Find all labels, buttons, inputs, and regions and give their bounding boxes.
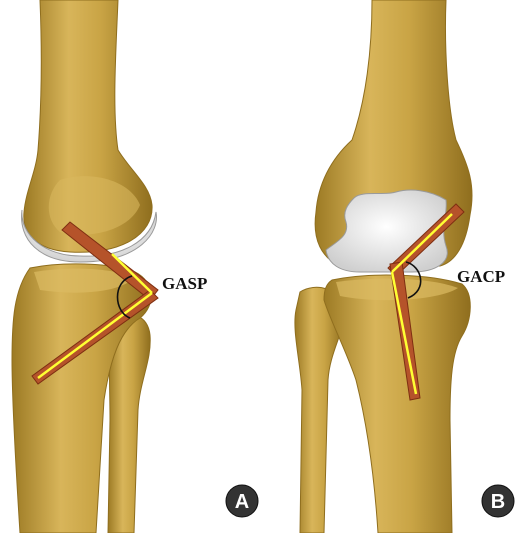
panel-a: GASP A [12, 0, 258, 533]
panel-badge-a: A [235, 491, 249, 513]
angle-label-b: GACP [457, 267, 505, 286]
panel-b: GACP B [295, 0, 514, 533]
panel-badge-b: B [491, 491, 505, 513]
angle-label-a: GASP [162, 274, 207, 293]
